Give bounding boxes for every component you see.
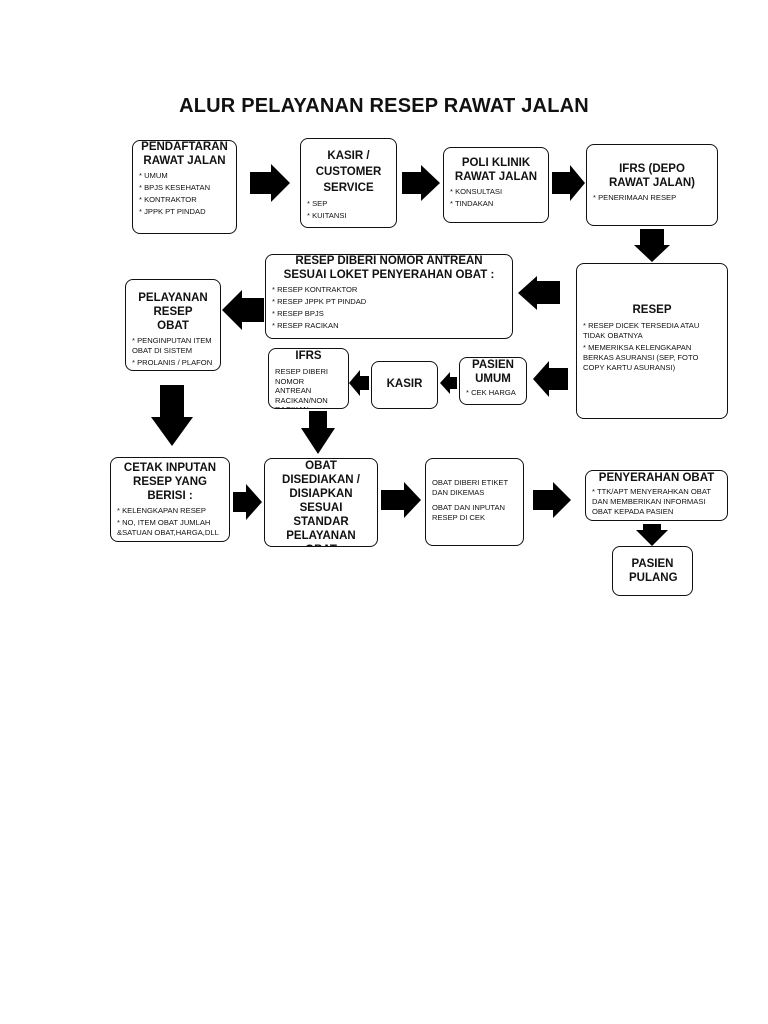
box-title: PENYERAHAN OBAT [598,472,715,484]
arrow-down-2 [151,385,193,446]
box-title: RESEP DIBERI NOMOR ANTREAN SESUAI LOKET … [283,255,495,281]
arrow-right-2 [402,165,440,201]
item-list: PENERIMAAN RESEP [593,193,711,203]
list-item: MEMERIKSA KELENGKAPAN BERKAS ASURANSI (S… [583,343,721,373]
box-kasir-cs: KASIR / CUSTOMER SERVICE SEP KUITANSI [300,138,397,228]
list-item: RESEP BPJS [272,309,506,319]
list-item: CEK HARGA [466,388,520,398]
arrow-left-2 [222,290,264,330]
item-list: RESEP DICEK TERSEDIA ATAU TIDAK OBATNYAM… [583,321,721,373]
list-item: KONSULTASI [450,187,542,197]
item-list: CEK HARGA [466,388,520,398]
box-poli: POLI KLINIK RAWAT JALAN KONSULTASI TINDAK… [443,147,549,223]
box-obat-disediakan: OBAT DISEDIAKAN / DISIAPKAN SESUAI STAND… [264,458,378,547]
list-item: KUITANSI [307,211,390,221]
list-item: PENGINPUTAN ITEM OBAT DI SISTEM [132,336,214,356]
arrow-right-6 [533,482,571,518]
list-item: PENERIMAAN RESEP [593,193,711,203]
item-list: TTK/APT MENYERAHKAN OBAT DAN MEMBERIKAN … [592,487,721,517]
arrow-left-3 [533,361,568,397]
arrow-right-3 [552,165,585,201]
arrow-left-5 [349,370,369,396]
list-item: RESEP RACIKAN [272,321,506,331]
box-etiket: OBAT DIBERI ETIKET DAN DIKEMAS OBAT DAN … [425,458,524,546]
box-title: IFRS (DEPO RAWAT JALAN) [608,163,696,189]
item-list: RESEP KONTRAKTOR RESEP JPPK PT PINDAD RESE… [272,285,506,331]
arrow-left-1 [518,276,560,310]
box-title: RESEP [632,304,672,316]
box-title: PENDAFTARAN RAWAT JALAN [141,141,228,167]
box-pendaftaran: PENDAFTARAN RAWAT JALAN UMUM BPJS KESEHAT… [132,140,237,234]
arrow-right-5 [381,482,421,518]
list-item: RESEP DICEK TERSEDIA ATAU TIDAK OBATNYA [583,321,721,341]
list-item: TINDAKAN [450,199,542,209]
box-pasien-umum: PASIEN UMUM CEK HARGA [459,357,527,405]
arrow-right-4 [233,484,262,520]
list-item: RESEP KONTRAKTOR [272,285,506,295]
box-penyerahan: PENYERAHAN OBAT TTK/APT MENYERAHKAN OBAT… [585,470,728,521]
diagram-title: ALUR PELAYANAN RESEP RAWAT JALAN [179,95,589,117]
box-nomor-antrean: RESEP DIBERI NOMOR ANTREAN SESUAI LOKET … [265,254,513,339]
box-title: CETAK INPUTAN RESEP YANG BERISI : [123,462,217,502]
arrow-down-1 [634,229,670,262]
etiket-line-1: OBAT DIBERI ETIKET DAN DIKEMAS [432,478,508,497]
list-item: SEP [307,199,390,209]
item-list: KONSULTASI TINDAKAN [450,187,542,209]
box-title: OBAT DISEDIAKAN / DISIAPKAN SESUAI STAND… [282,460,360,546]
box-kasir: KASIR [371,361,438,409]
box-cetak: CETAK INPUTAN RESEP YANG BERISI : KELENG… [110,457,230,542]
arrow-right-1 [250,164,290,202]
list-item: UMUM [139,171,230,181]
box-title: PASIEN UMUM [472,359,514,385]
box-title: KASIR / CUSTOMER SERVICE [315,150,382,194]
item-list: PENGINPUTAN ITEM OBAT DI SISTEM PROLANIS … [132,336,214,368]
arrow-left-4 [440,372,457,394]
list-item: NO, ITEM OBAT JUMLAH &SATUAN OBAT,HARGA,… [117,518,223,538]
list-item: BPJS KESEHATAN [139,183,230,193]
box-ifrs-small: IFRS RESEP DIBERI NOMOR ANTREAN RACIKAN/… [268,348,349,409]
box-ifrs-depo: IFRS (DEPO RAWAT JALAN) PENERIMAAN RESEP [586,144,718,226]
box-note: RESEP DIBERI NOMOR ANTREAN RACIKAN/NON R… [275,367,329,408]
box-title: POLI KLINIK RAWAT JALAN [454,157,538,183]
item-list: KELENGKAPAN RESEP NO, ITEM OBAT JUMLAH &S… [117,506,223,538]
list-item: KELENGKAPAN RESEP [117,506,223,516]
item-list: SEP KUITANSI [307,199,390,221]
box-pelayanan: PELAYANAN RESEP OBAT PENGINPUTAN ITEM OB… [125,279,221,371]
arrow-down-4 [636,524,668,546]
list-item: KONTRAKTOR [139,195,230,205]
etiket-line-2: OBAT DAN INPUTAN RESEP DI CEK [432,503,505,522]
arrow-down-3 [301,411,335,454]
list-item: JPPK PT PINDAD [139,207,230,217]
box-pasien-pulang: PASIEN PULANG [612,546,693,596]
box-title: IFRS [295,350,322,362]
box-resep: RESEP RESEP DICEK TERSEDIA ATAU TIDAK OB… [576,263,728,419]
list-item: TTK/APT MENYERAHKAN OBAT DAN MEMBERIKAN … [592,487,721,517]
box-title: KASIR [386,378,423,390]
list-item: RESEP JPPK PT PINDAD [272,297,506,307]
item-list: UMUM BPJS KESEHATAN KONTRAKTOR JPPK PT PIND… [139,171,230,217]
list-item: PROLANIS / PLAFON [132,358,214,368]
box-title: PELAYANAN RESEP OBAT [138,292,208,332]
box-title: PASIEN PULANG [629,558,678,584]
